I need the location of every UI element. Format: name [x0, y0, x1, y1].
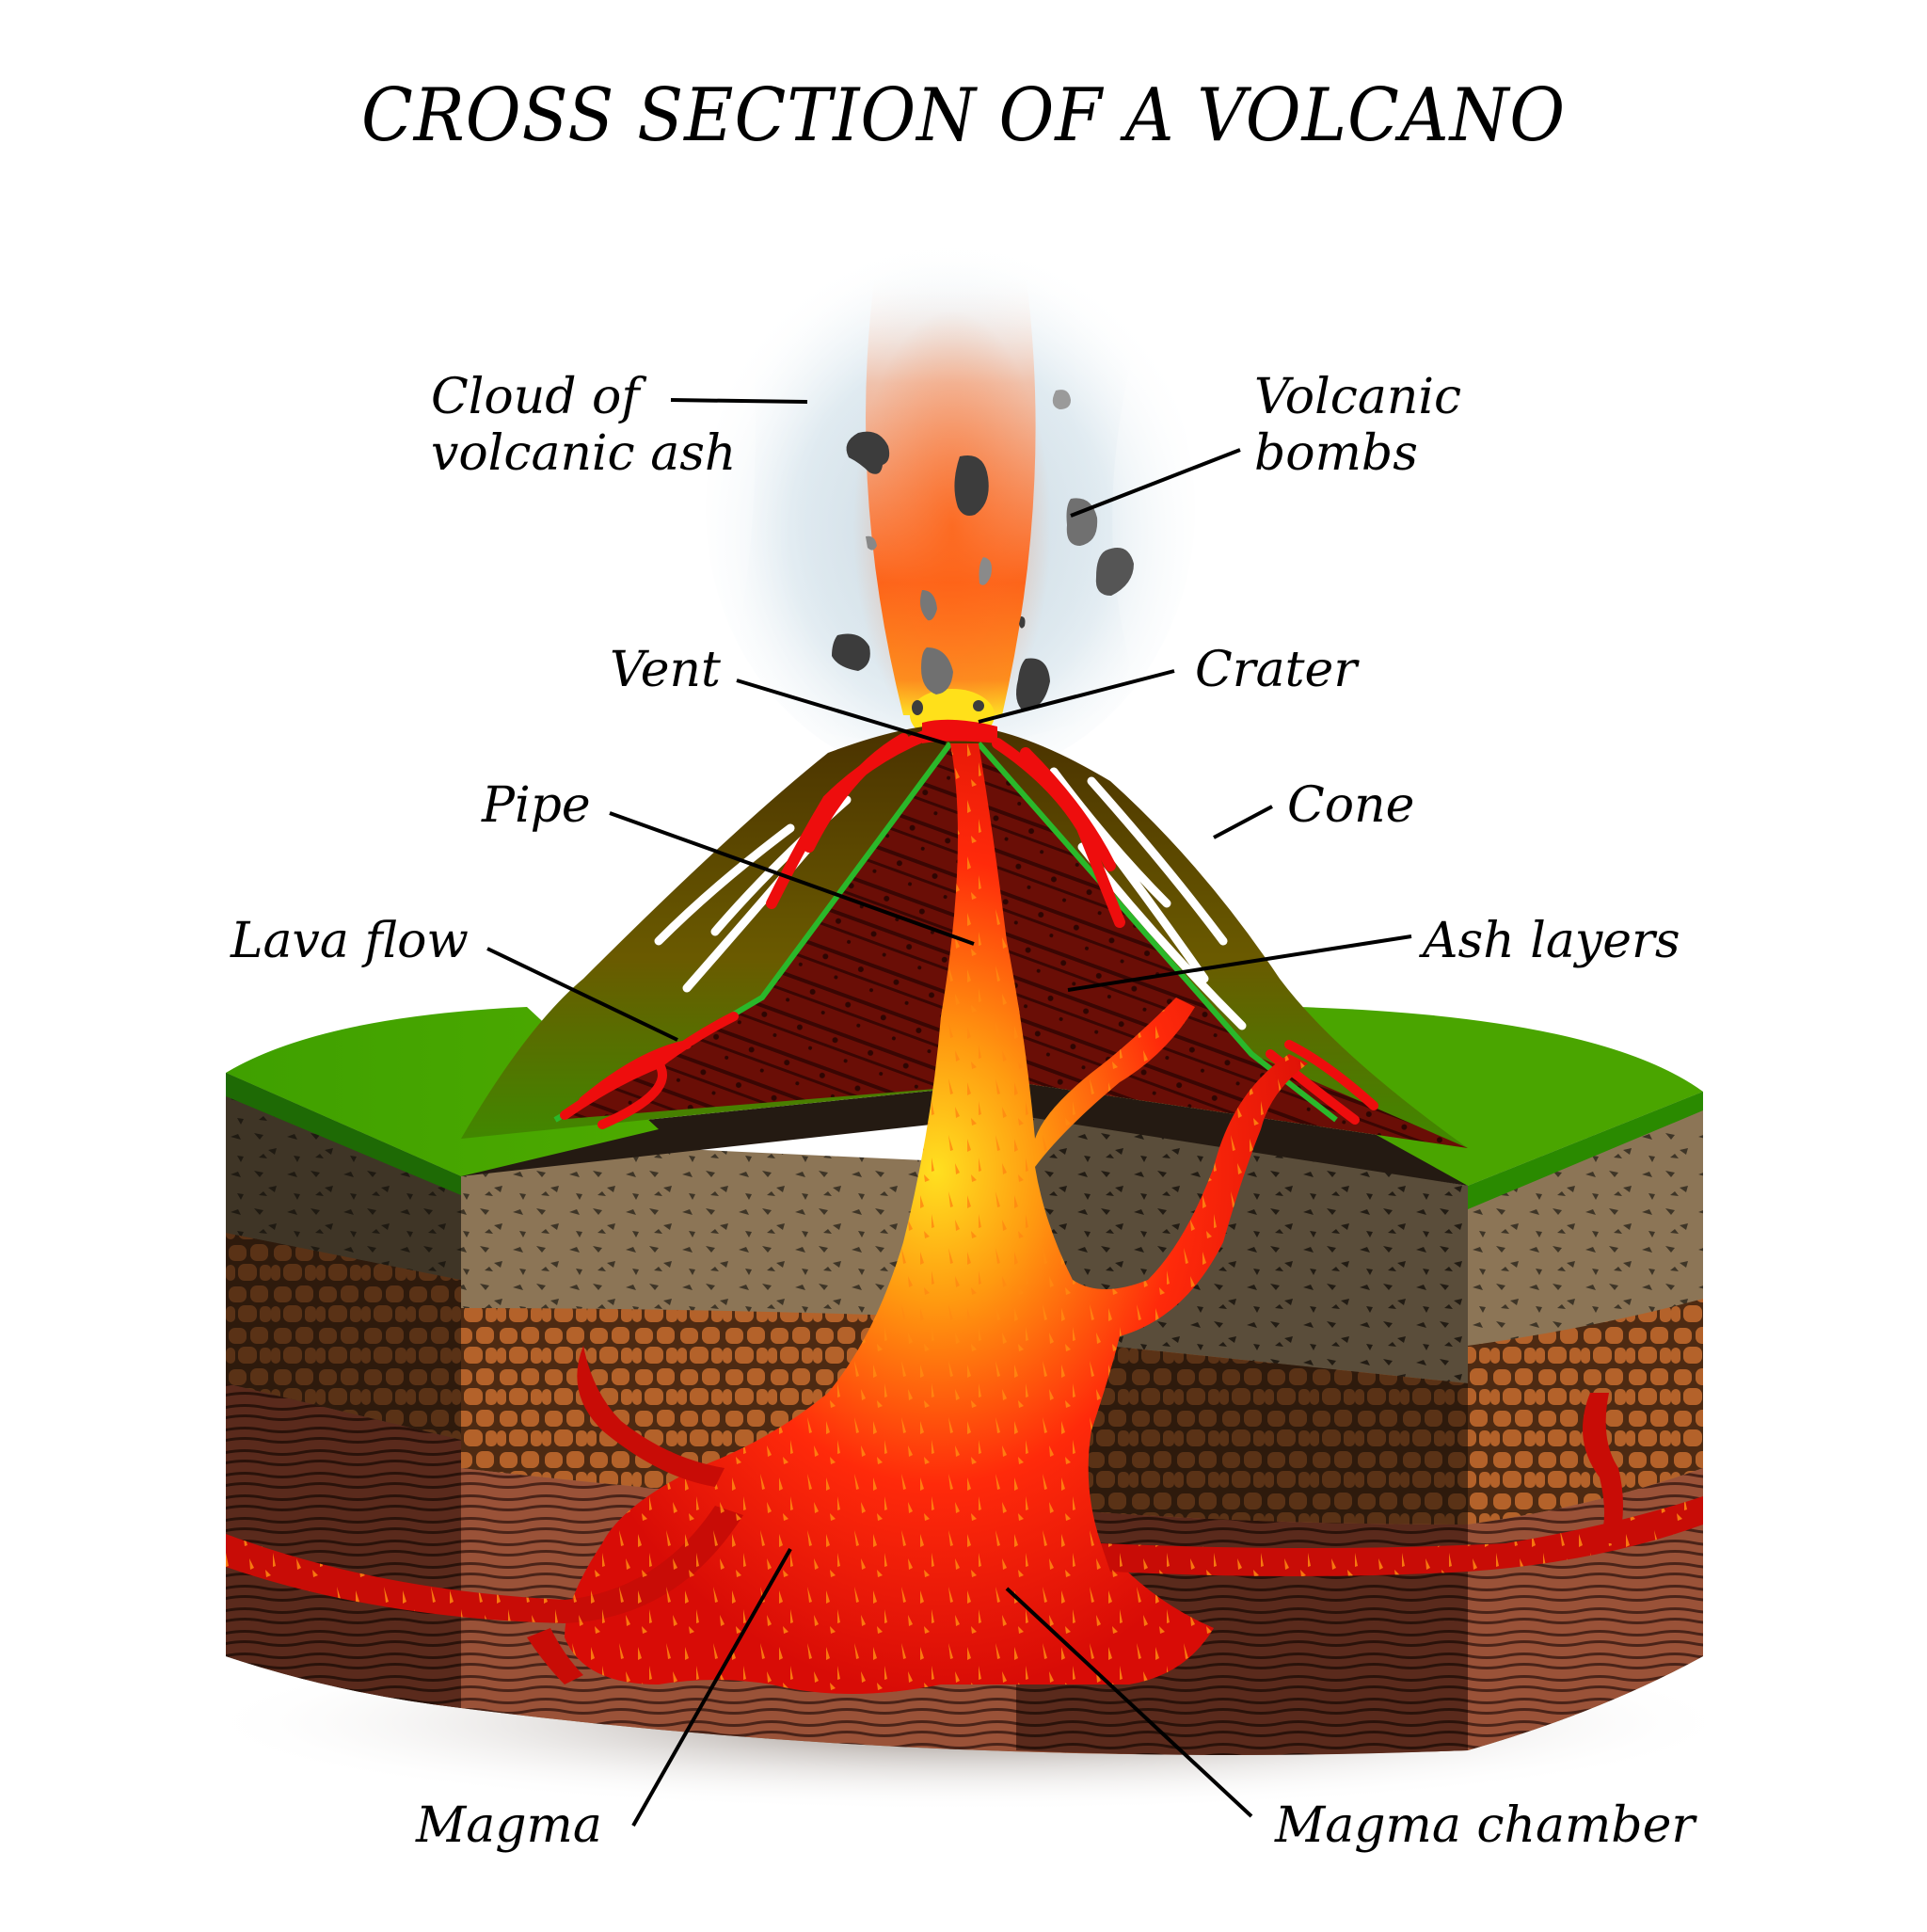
label-cloud-line2: volcanic ash: [431, 425, 737, 482]
leader-magma-chamber: [1005, 1587, 1253, 1818]
leader-vent: [736, 679, 947, 745]
label-cloud-of-volcanic-ash: Cloud of volcanic ash: [431, 369, 736, 482]
leader-bombs: [1070, 448, 1241, 518]
volcanic-bombs: [832, 390, 1134, 715]
leader-pipe: [609, 811, 975, 946]
label-magma-chamber: Magma chamber: [1275, 1797, 1696, 1854]
label-cloud-line1: Cloud of: [431, 369, 640, 425]
leader-cloud: [670, 398, 808, 404]
leader-magma: [631, 1548, 792, 1827]
leader-lava-flow: [486, 947, 678, 1042]
label-cone: Cone: [1287, 777, 1415, 834]
label-ash-layers: Ash layers: [1423, 913, 1680, 969]
leader-crater: [978, 669, 1175, 724]
label-bombs-line1: Volcanic: [1254, 369, 1462, 425]
leader-ash-layers: [1067, 934, 1412, 992]
eruption-plume: [853, 273, 1051, 743]
label-crater: Crater: [1195, 642, 1358, 698]
label-volcanic-bombs: Volcanic bombs: [1254, 369, 1461, 482]
diagram-title: CROSS SECTION OF A VOLCANO: [360, 73, 1567, 158]
label-bombs-line2: bombs: [1254, 425, 1418, 482]
label-pipe: Pipe: [482, 777, 591, 834]
leader-cone: [1213, 805, 1273, 839]
label-magma: Magma: [416, 1797, 602, 1854]
label-vent: Vent: [610, 642, 721, 698]
label-lava-flow: Lava flow: [231, 913, 469, 969]
leader-lines: [486, 398, 1412, 1827]
magma-system: [226, 743, 1703, 1694]
